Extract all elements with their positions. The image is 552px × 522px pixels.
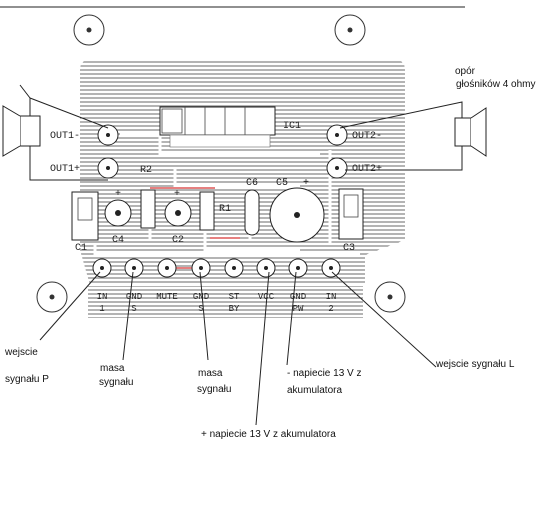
speaker-note-line1: opór: [455, 66, 476, 77]
pin-pad-hole-8: [329, 266, 333, 270]
mounting-hole-bottom-right: [374, 281, 406, 313]
c6-label: C6: [246, 178, 258, 189]
minus-13v-line1: - napiecie 13 V z: [287, 368, 362, 379]
gnd-s2-line1: masa: [198, 368, 223, 379]
pin-label-top-2: GND: [126, 292, 142, 302]
pin-label-top-6: VCC: [258, 292, 275, 302]
pin-label-top-8: IN: [326, 292, 337, 302]
out1-plus-label: OUT1+: [50, 164, 80, 175]
gnd-s1-line1: masa: [100, 363, 125, 374]
out2-minus-label: OUT2-: [352, 131, 382, 142]
pin-label-bottom-5: BY: [229, 304, 240, 314]
c3-label: C3: [343, 243, 355, 254]
pin-labels: IN 1 GND S MUTE GND S ST BY VCC GND PW IN 2: [97, 292, 337, 314]
input-l: wejscie sygnału L: [435, 359, 515, 370]
c4-label: C4: [112, 235, 124, 246]
pad-out1-plus: OUT1+: [50, 157, 119, 179]
mounting-hole-top-left: [73, 14, 105, 46]
pin-strip: [88, 286, 363, 318]
c5-plus: +: [303, 178, 309, 189]
capacitor-c2: + C2: [164, 189, 192, 246]
gnd-s1-line2: sygnału: [99, 377, 133, 388]
resistor-r1: R1: [199, 191, 231, 231]
ic1-label: IC1: [283, 121, 301, 132]
pin-pad-hole-4: [199, 266, 203, 270]
plus-13v: + napiecie 13 V z akumulatora: [201, 429, 336, 440]
annotation-leaders: [39, 271, 437, 426]
pin-label-bottom-1: 1: [99, 304, 104, 314]
pin-label-top-5: ST: [229, 292, 240, 302]
pin-label-bottom-4: S: [198, 304, 203, 314]
capacitor-c6: C6: [244, 178, 260, 236]
capacitor-c1: C1: [71, 191, 99, 254]
mounting-hole-bottom-left: [36, 281, 68, 313]
pin-pad-hole-2: [132, 266, 136, 270]
pin-pad-hole-3: [165, 266, 169, 270]
pin-label-bottom-7: PW: [293, 304, 304, 314]
speaker-right-icon: [339, 101, 487, 171]
input-p-line1: wejscie: [4, 347, 38, 358]
pin-pad-hole-6: [264, 266, 268, 270]
c4-plus: +: [115, 189, 121, 200]
pin-label-top-7: GND: [290, 292, 306, 302]
c5-label: C5: [276, 178, 288, 189]
pin-pad-hole-1: [100, 266, 104, 270]
c2-plus: +: [174, 189, 180, 200]
pin-pad-hole-7: [296, 266, 300, 270]
resistor-r2: R2: [140, 165, 156, 229]
ic1: IC1: [159, 106, 301, 148]
r1-label: R1: [219, 204, 231, 215]
pin-label-bottom-8: 2: [328, 304, 333, 314]
capacitor-c3: C3: [338, 188, 364, 254]
speaker-note-line2: głośników 4 ohmy: [456, 79, 535, 90]
pad-out2-minus: OUT2-: [326, 124, 382, 146]
pin-label-top-1: IN: [97, 292, 108, 302]
out1-minus-label: OUT1-: [50, 131, 80, 142]
capacitor-c4: + C4: [104, 189, 132, 246]
mounting-hole-top-right: [334, 14, 366, 46]
pin-label-bottom-2: S: [131, 304, 136, 314]
pin-pad-hole-5: [232, 266, 236, 270]
pcb-board: [80, 60, 405, 318]
trace-isolation: [93, 133, 360, 257]
pin-label-top-4: GND: [193, 292, 209, 302]
pin-pads: [92, 258, 341, 278]
r2-label: R2: [140, 165, 152, 176]
input-p-line2: sygnału P: [5, 374, 49, 385]
gnd-s2-line2: sygnału: [197, 384, 231, 395]
c1-label: C1: [75, 243, 87, 254]
capacitor-c5: C5 +: [269, 178, 325, 243]
speaker-left-icon: [2, 84, 109, 181]
c2-label: C2: [172, 235, 184, 246]
pad-out1-minus: OUT1-: [50, 124, 119, 146]
pin-label-top-3: MUTE: [156, 292, 178, 302]
minus-13v-line2: akumulatora: [287, 385, 342, 396]
